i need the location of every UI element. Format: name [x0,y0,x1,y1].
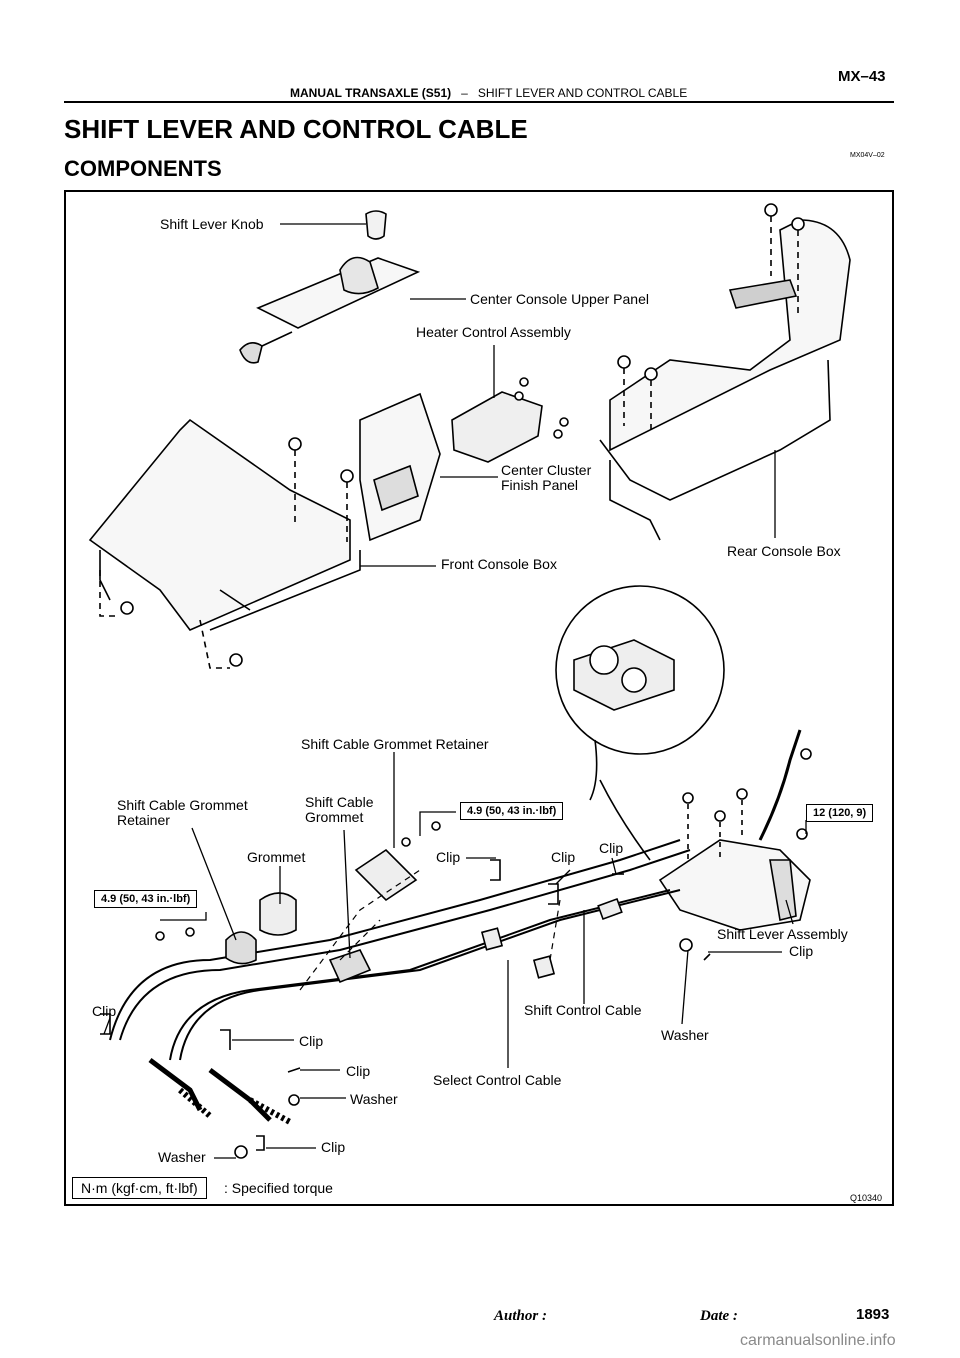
label-clip-h: Clip [321,1139,346,1155]
label-shift-control-cable: Shift Control Cable [524,1002,642,1018]
label-shift-lever-assembly: Shift Lever Assembly [717,926,848,942]
header-dash: – [461,86,468,100]
label-clip-g: Clip [346,1063,371,1079]
torque-box-left: 4.9 (50, 43 in.·lbf) [94,890,198,908]
section-subtitle: COMPONENTS [64,156,222,181]
torque-legend-text: : Specified torque [224,1180,333,1196]
label-front-console-box: Front Console Box [441,556,557,572]
page-number: MX–43 [838,68,886,85]
label-clip-d: Clip [789,943,814,959]
label-select-control-cable: Select Control Cable [433,1072,562,1088]
label-washer-mid: Washer [350,1091,398,1107]
label-center-cluster-finish-panel: Center Cluster Finish Panel [501,462,592,493]
page-title: SHIFT LEVER AND CONTROL CABLE [64,114,528,144]
figure-code: Q10340 [850,1193,883,1203]
label-clip-c: Clip [599,840,624,856]
label-center-console-upper-panel: Center Console Upper Panel [470,291,649,307]
footer-date: Date : [700,1308,738,1324]
footer-page-number: 1893 [856,1306,890,1323]
header-section: MANUAL TRANSAXLE (S51) [290,86,452,100]
header-rule [64,101,894,103]
label-grommet: Grommet [247,849,306,865]
label-clip-e: Clip [92,1003,117,1019]
document-id: MX04V–02 [850,152,885,159]
label-shift-cable-grommet-retainer-top: Shift Cable Grommet Retainer [301,736,489,752]
label-clip-a: Clip [436,849,461,865]
footer-author: Author : [494,1308,547,1324]
label-shift-cable-grommet-retainer-left: Shift Cable Grommet Retainer [117,797,248,828]
label-heater-control-assembly: Heater Control Assembly [416,324,571,340]
header-topic: SHIFT LEVER AND CONTROL CABLE [477,86,688,100]
torque-legend-box: N·m (kgf·cm, ft·lbf) [72,1177,207,1199]
label-shift-cable-grommet: Shift Cable Grommet [305,794,374,825]
running-header: MANUAL TRANSAXLE (S51) – SHIFT LEVER AND… [290,86,687,100]
torque-box-upper: 4.9 (50, 43 in.·lbf) [460,802,564,820]
label-rear-console-box: Rear Console Box [727,543,841,559]
figure-frame [64,190,894,1206]
watermark: carmanualsonline.info [740,1332,896,1349]
label-shift-lever-knob: Shift Lever Knob [160,216,264,232]
label-washer-right: Washer [661,1027,709,1043]
label-clip-b: Clip [551,849,576,865]
label-washer-bottom: Washer [158,1149,206,1165]
label-clip-f: Clip [299,1033,324,1049]
torque-box-right: 12 (120, 9) [806,804,874,822]
